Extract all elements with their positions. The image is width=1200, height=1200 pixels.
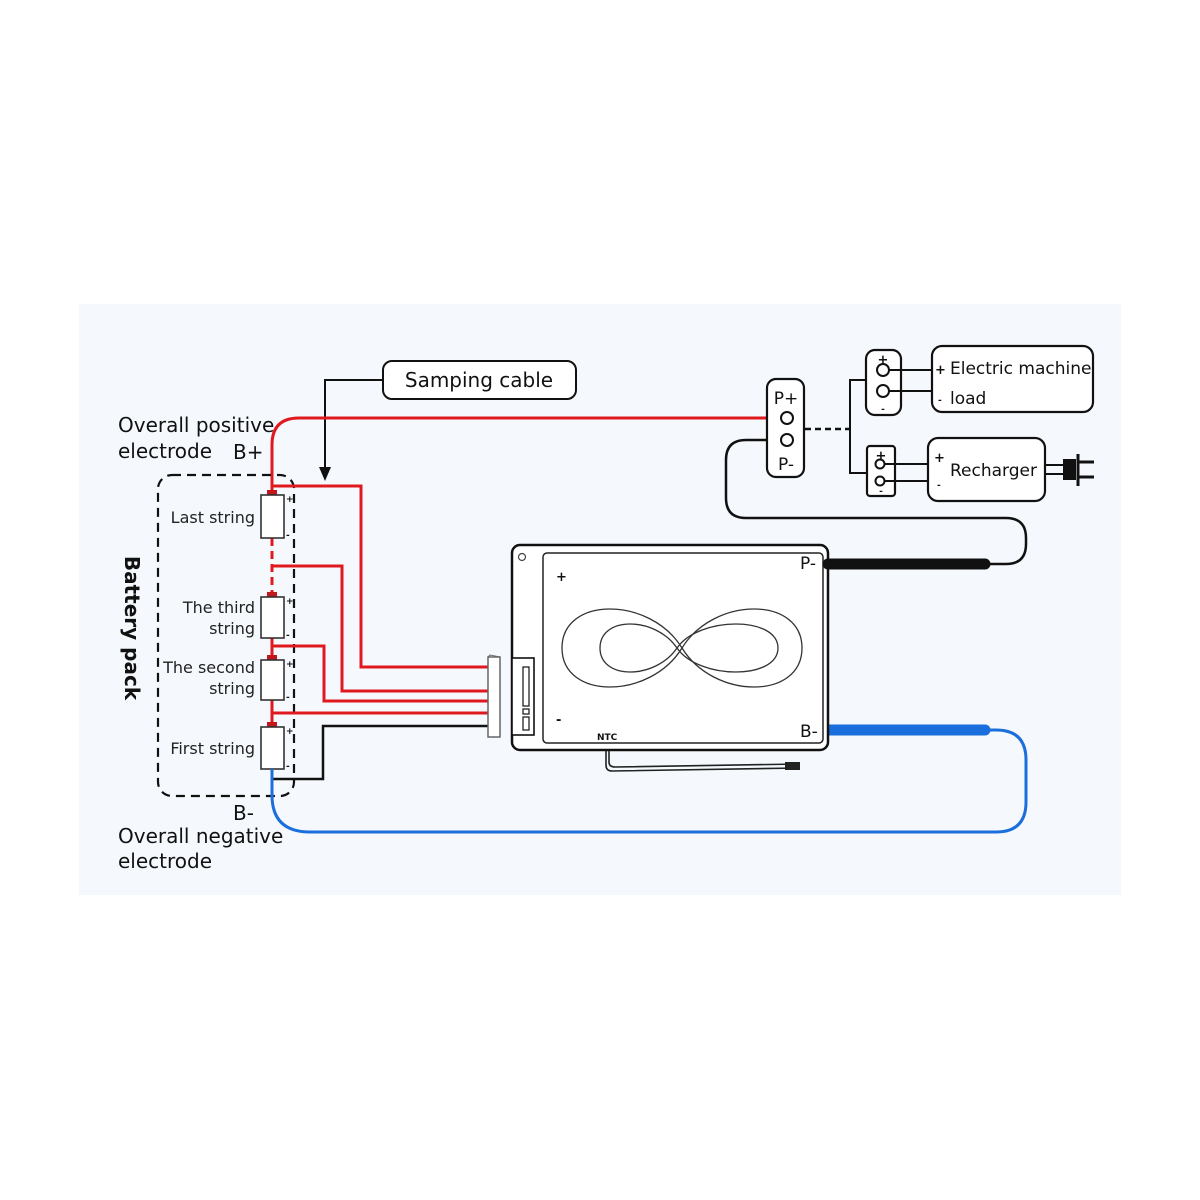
svg-text:-: - [881,405,885,415]
svg-text:+: + [878,353,889,368]
p-plus-terminal [780,411,794,425]
svg-text:+: + [935,363,946,378]
bms-plus-label: + [556,570,567,585]
cell-body [260,726,285,770]
bms-minus-label: - [556,713,561,728]
cell-body [260,494,285,539]
battery-pack-outline [156,473,296,798]
svg-text:string: string [209,619,255,638]
output-port: P+ P- [765,377,806,479]
cell-label: The third [182,598,255,617]
ntc-label: NTC [597,733,618,743]
cell-last-string: + - Last string [171,490,294,541]
recharger: + - Recharger [926,436,1047,503]
svg-text:+: + [286,660,294,670]
svg-text:string: string [209,679,255,698]
svg-text:-: - [879,487,883,497]
sampling-wire-ground [272,724,488,781]
sampling-cable-label: Samping cable [405,368,553,392]
battery-pack-label: Battery pack [120,556,144,701]
svg-text:electrode: electrode [118,849,212,873]
cell-first-string: + - First string [170,722,294,772]
sampling-wires [272,484,488,781]
load-label-line1: Electric machine [950,359,1091,379]
sampling-cable-pointer [324,379,383,470]
balance-plug [487,656,501,738]
recharger-label: Recharger [950,461,1037,481]
p-minus-label: P- [778,455,794,475]
svg-text:-: - [286,631,290,641]
svg-text:+: + [934,451,945,466]
svg-text:-: - [286,762,290,772]
svg-text:+: + [286,495,294,505]
sampling-wire-1 [272,484,488,669]
mounting-hole [517,552,527,562]
svg-text:Overall negative: Overall negative [118,824,283,848]
p-minus-terminal [780,433,794,447]
svg-text:+: + [286,727,294,737]
output-branch-line [849,379,866,474]
cell-second-string: + - The second string [162,655,294,703]
cell-body [260,659,285,701]
bms-b-minus-label: B- [800,722,818,742]
charger-connector: + - [865,444,929,498]
balance-connector [487,654,501,738]
svg-text:-: - [286,531,290,541]
load-connector: + - [864,348,933,417]
sampling-cable-callout: Samping cable [319,360,577,481]
cell-body [260,596,285,639]
electric-machine-load: + - Electric machine load [930,344,1095,414]
load-label-line2: load [950,389,986,409]
output-port-box [765,377,806,479]
svg-text:+: + [876,449,887,464]
overall-negative-label: B- Overall negative electrode [118,801,283,873]
b-minus-terminal-label: B- [233,801,254,825]
bms-board-inner [542,552,824,744]
overall-positive-label: Overall positive electrode B+ [118,413,274,464]
cell-label: Last string [171,508,255,527]
cell-terminal [267,592,277,597]
svg-text:-: - [937,481,941,491]
cell-label: First string [170,739,255,758]
svg-text:-: - [938,396,942,406]
cell-terminal [267,490,277,495]
svg-text:+: + [286,597,294,607]
svg-text:Overall positive: Overall positive [118,413,274,437]
bms-p-minus-label: P- [800,554,816,574]
sampling-wire-2 [272,564,488,693]
arrow-down-icon [319,467,331,481]
b-plus-terminal-label: B+ [233,440,263,464]
svg-text:-: - [286,693,290,703]
cell-terminal [267,722,277,727]
positive-main-wire [270,416,787,492]
p-plus-label: P+ [774,389,799,409]
bms-board: + - P- B- NTC [510,543,830,752]
infinity-logo-icon [561,608,803,688]
p-minus-wire [724,438,1028,566]
cell-third-string: + - The third string [182,592,294,641]
sampling-wire-3 [272,644,488,703]
ntc-probe-wire [605,751,801,772]
cell-label: The second [162,658,255,677]
power-plug-icon [1045,454,1094,486]
load-box [930,344,1095,414]
negative-main-wire [270,728,1028,834]
cell-terminal [267,655,277,660]
recharger-box [926,436,1047,503]
svg-text:electrode: electrode [118,439,212,463]
